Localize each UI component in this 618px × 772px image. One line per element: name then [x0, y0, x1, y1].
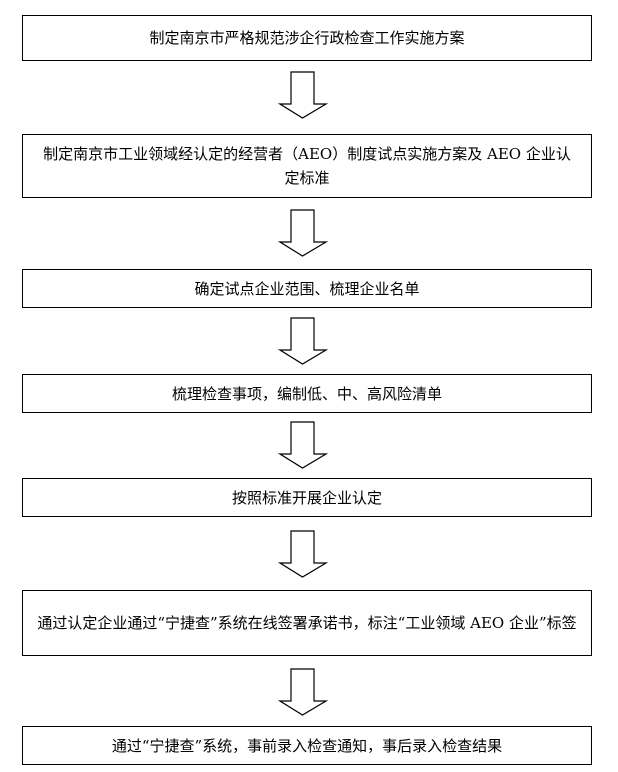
- step-text: 制定南京市严格规范涉企行政检查工作实施方案: [149, 29, 465, 47]
- down-arrow-icon: [278, 530, 328, 578]
- step-text: 通过认定企业通过“宁捷查”系统在线签署承诺书，标注“工业领域 AEO 企业”标签: [37, 614, 577, 632]
- down-arrow-icon: [278, 668, 328, 716]
- step-box-4: 梳理检查事项，编制低、中、高风险清单: [22, 374, 592, 413]
- down-arrow-icon: [278, 71, 328, 119]
- step-text: 通过“宁捷查”系统，事前录入检查通知，事后录入检查结果: [111, 736, 503, 755]
- step-box-5: 按照标准开展企业认定: [22, 478, 592, 517]
- step-box-2: 制定南京市工业领域经认定的经营者（AEO）制度试点实施方案及 AEO 企业认定标…: [22, 134, 592, 198]
- step-box-7: 通过“宁捷查”系统，事前录入检查通知，事后录入检查结果: [22, 726, 592, 765]
- step-text: 梳理检查事项，编制低、中、高风险清单: [171, 384, 442, 403]
- down-arrow-icon: [278, 317, 328, 365]
- down-arrow-icon: [278, 421, 328, 469]
- step-box-6: 通过认定企业通过“宁捷查”系统在线签署承诺书，标注“工业领域 AEO 企业”标签: [22, 590, 592, 656]
- step-box-1: 制定南京市严格规范涉企行政检查工作实施方案: [22, 15, 592, 61]
- step-text: 按照标准开展企业认定: [231, 488, 382, 507]
- step-box-3: 确定试点企业范围、梳理企业名单: [22, 269, 592, 308]
- step-text: 制定南京市工业领域经认定的经营者（AEO）制度试点实施方案及 AEO 企业认定标…: [43, 145, 571, 187]
- down-arrow-icon: [278, 209, 328, 257]
- step-text: 确定试点企业范围、梳理企业名单: [194, 279, 420, 298]
